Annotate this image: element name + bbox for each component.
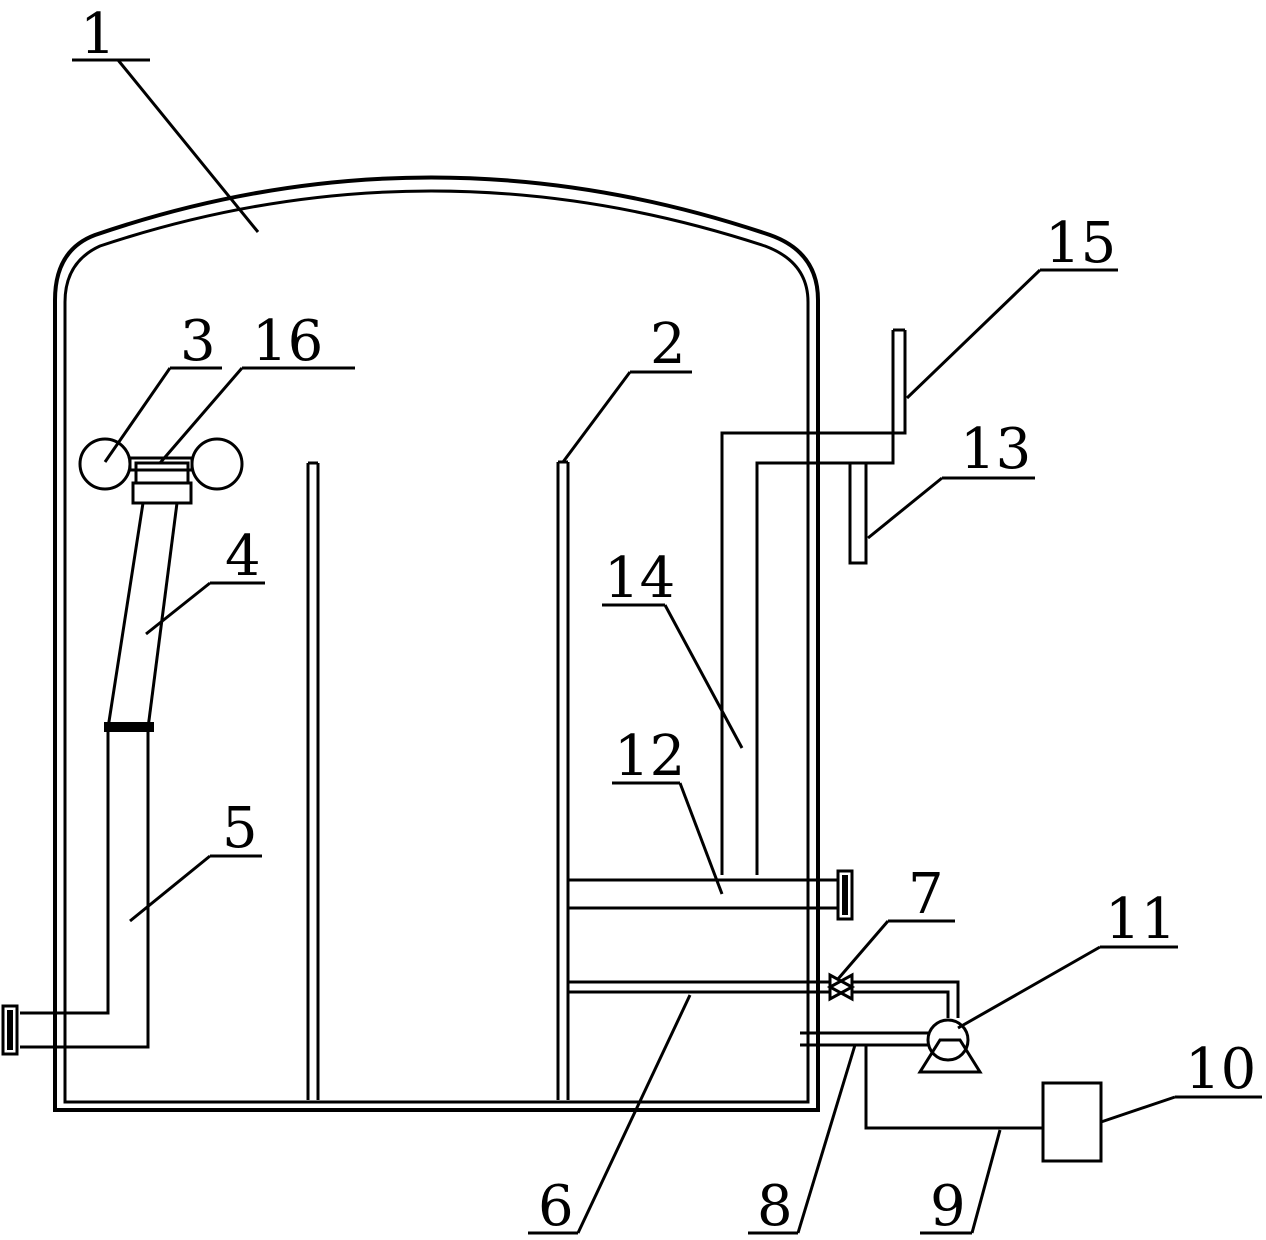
controller-box	[1041, 1081, 1103, 1163]
valve	[826, 972, 856, 1002]
tank-shell	[53, 175, 820, 1112]
pump	[917, 1018, 983, 1074]
label-5: 5	[222, 796, 258, 861]
signal-line	[864, 1045, 1043, 1130]
label-16: 16	[252, 309, 323, 374]
label-9: 9	[930, 1174, 966, 1239]
label-15: 15	[1045, 211, 1116, 276]
inner-baffle-left	[306, 461, 320, 1100]
sprinkler-head	[78, 437, 244, 491]
labels: 1 2 3 16 4 5 14 12 13 15 7 11 10 6 8 9	[80, 2, 1256, 1239]
label-3: 3	[180, 309, 216, 374]
circulation-pipe	[568, 980, 960, 1018]
return-pipe	[720, 328, 907, 875]
label-14: 14	[604, 546, 675, 611]
label-10: 10	[1185, 1037, 1256, 1102]
rotating-joint	[131, 461, 193, 505]
discharge-pipe	[800, 1031, 928, 1047]
drain-stub	[848, 461, 868, 565]
label-13: 13	[960, 417, 1031, 482]
label-8: 8	[757, 1174, 793, 1239]
leader-lines	[72, 58, 1262, 1235]
label-6: 6	[538, 1174, 574, 1239]
label-7: 7	[908, 862, 944, 927]
label-2: 2	[650, 312, 686, 377]
partition-plate	[556, 460, 570, 1100]
label-11: 11	[1105, 887, 1176, 952]
feed-pipe	[1, 732, 150, 1056]
horizontal-pipe	[568, 869, 854, 921]
inclined-pipe	[104, 502, 179, 732]
label-4: 4	[225, 524, 261, 589]
label-12: 12	[614, 724, 685, 789]
label-1: 1	[80, 2, 116, 67]
